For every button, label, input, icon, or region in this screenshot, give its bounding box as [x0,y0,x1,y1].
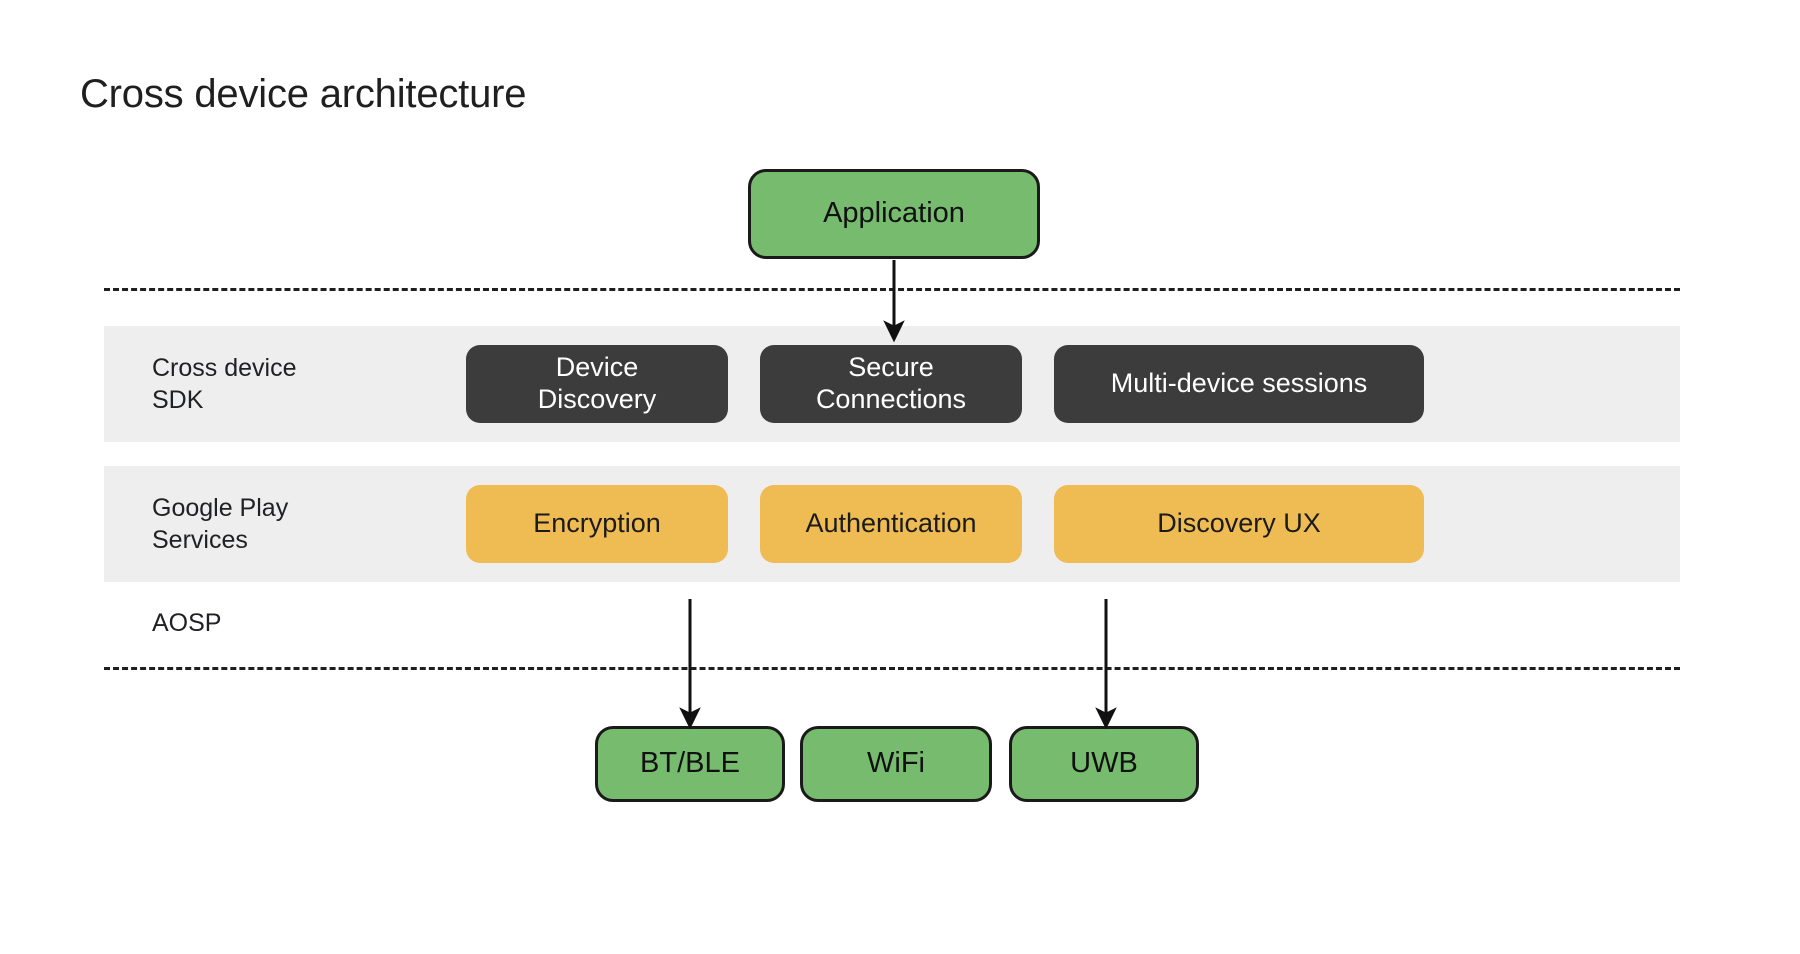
node-uwb[interactable]: UWB [1009,726,1199,802]
node-wifi[interactable]: WiFi [800,726,992,802]
node-multi-device-sessions[interactable]: Multi-device sessions [1054,345,1424,423]
layer-label-cross-device-sdk: Cross device SDK [152,354,297,414]
node-authentication[interactable]: Authentication [760,485,1022,563]
node-bt-ble[interactable]: BT/BLE [595,726,785,802]
node-application[interactable]: Application [748,169,1040,259]
node-device-discovery[interactable]: Device Discovery [466,345,728,423]
node-encryption[interactable]: Encryption [466,485,728,563]
layer-divider-top [104,288,1680,291]
layer-divider-bottom [104,667,1680,670]
page-title: Cross device architecture [80,72,527,116]
layer-label-google-play-services: Google Play Services [152,494,289,554]
layer-label-aosp: AOSP [152,609,222,637]
node-discovery-ux[interactable]: Discovery UX [1054,485,1424,563]
node-secure-connections[interactable]: Secure Connections [760,345,1022,423]
